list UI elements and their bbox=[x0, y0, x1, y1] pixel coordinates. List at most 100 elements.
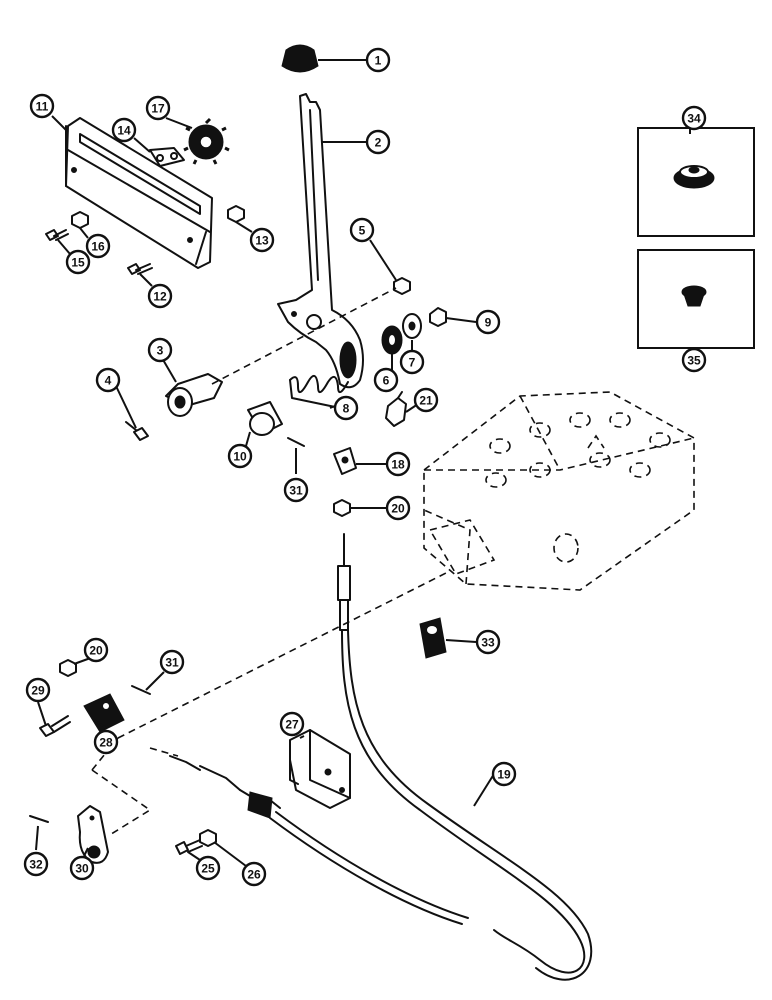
callout-c1: 1 bbox=[365, 47, 391, 73]
callout-number: 17 bbox=[151, 102, 165, 116]
part-nut-9 bbox=[429, 307, 447, 327]
callout-number: 31 bbox=[165, 656, 179, 670]
callout-number: 16 bbox=[91, 240, 105, 254]
callout-number: 7 bbox=[409, 356, 416, 370]
part-nut-16 bbox=[71, 211, 89, 229]
part-bolt-12 bbox=[127, 263, 153, 275]
part-cable-bracket bbox=[289, 729, 351, 809]
callout-number: 3 bbox=[157, 344, 164, 358]
callout-circle bbox=[23, 851, 49, 877]
part-spring bbox=[289, 375, 349, 409]
callout-number: 19 bbox=[497, 768, 511, 782]
callout-number: 27 bbox=[285, 718, 299, 732]
part-control-lever bbox=[277, 93, 364, 389]
callout-c3: 3 bbox=[147, 337, 173, 363]
part-clip-21 bbox=[385, 391, 407, 427]
callout-circle bbox=[227, 443, 253, 469]
callout-circle bbox=[145, 95, 171, 121]
part-pin-31-upper bbox=[287, 437, 305, 447]
callout-c16: 16 bbox=[85, 233, 111, 259]
part-knob bbox=[281, 44, 319, 73]
callout-circle bbox=[147, 337, 173, 363]
part-dark-block bbox=[419, 617, 447, 659]
part-mounting-bracket bbox=[65, 117, 213, 269]
part-washer-7 bbox=[402, 313, 422, 339]
inset-grommet-box bbox=[637, 127, 755, 237]
callout-c6: 6 bbox=[373, 367, 399, 393]
callout-c15: 15 bbox=[65, 249, 91, 275]
part-lower-cable bbox=[169, 755, 469, 925]
callout-circle bbox=[491, 761, 517, 787]
part-nut-20-upper bbox=[333, 499, 351, 517]
callout-number: 21 bbox=[419, 394, 433, 408]
callout-number: 2 bbox=[375, 136, 382, 150]
assembly-dashed-lines bbox=[91, 287, 449, 837]
inset-plug-box bbox=[637, 249, 755, 349]
part-nut-20-lower bbox=[59, 659, 77, 677]
part-lever-arm bbox=[77, 805, 109, 864]
callout-circle bbox=[147, 283, 173, 309]
callout-c14: 14 bbox=[111, 117, 137, 143]
callout-number: 18 bbox=[391, 458, 405, 472]
callout-number: 9 bbox=[485, 316, 492, 330]
callout-number: 8 bbox=[343, 402, 350, 416]
callout-number: 26 bbox=[247, 868, 261, 882]
callout-number: 35 bbox=[687, 354, 701, 368]
part-pin-32 bbox=[29, 815, 49, 823]
callout-circle bbox=[93, 729, 119, 755]
callout-number: 13 bbox=[255, 234, 269, 248]
callout-circle bbox=[25, 677, 51, 703]
callout-circle bbox=[279, 711, 305, 737]
callout-circle bbox=[681, 105, 707, 131]
part-nut-26 bbox=[199, 829, 217, 847]
callout-c30: 30 bbox=[69, 855, 95, 881]
callout-number: 14 bbox=[117, 124, 131, 138]
callout-number: 30 bbox=[75, 862, 89, 876]
callout-number: 20 bbox=[89, 644, 103, 658]
part-bolt-15 bbox=[45, 229, 69, 241]
part-bolt-25 bbox=[175, 839, 203, 855]
callout-c28: 28 bbox=[93, 729, 119, 755]
part-screw-4 bbox=[125, 421, 149, 441]
callout-c19: 19 bbox=[491, 761, 517, 787]
callout-c32: 32 bbox=[23, 851, 49, 877]
callout-number: 28 bbox=[99, 736, 113, 750]
callout-number: 25 bbox=[201, 862, 215, 876]
callout-number: 32 bbox=[29, 858, 43, 872]
callout-circle bbox=[399, 349, 425, 375]
callout-c2: 2 bbox=[365, 129, 391, 155]
callout-c29: 29 bbox=[25, 677, 51, 703]
callout-number: 10 bbox=[233, 450, 247, 464]
part-clevis-28 bbox=[83, 693, 125, 733]
callout-circle bbox=[249, 227, 275, 253]
callout-number: 11 bbox=[36, 100, 49, 114]
callout-circle bbox=[475, 309, 501, 335]
callout-circle bbox=[475, 629, 501, 655]
callout-c35: 35 bbox=[681, 347, 707, 373]
callout-c11: 11 bbox=[29, 93, 55, 119]
callout-circle bbox=[195, 855, 221, 881]
callout-c12: 12 bbox=[147, 283, 173, 309]
callout-c27: 27 bbox=[279, 711, 305, 737]
callout-circle bbox=[69, 855, 95, 881]
callout-c7: 7 bbox=[399, 349, 425, 375]
callout-number: 20 bbox=[391, 502, 405, 516]
callout-circle bbox=[373, 367, 399, 393]
callout-c8: 8 bbox=[333, 395, 359, 421]
callout-number: 34 bbox=[687, 112, 701, 126]
part-lockwasher-6 bbox=[381, 325, 403, 355]
callout-c18: 18 bbox=[385, 451, 411, 477]
part-pin-31-lower bbox=[131, 685, 151, 695]
callout-circle bbox=[681, 347, 707, 373]
callout-c13: 13 bbox=[249, 227, 275, 253]
callout-circle bbox=[95, 367, 121, 393]
part-sleeve bbox=[247, 401, 283, 436]
callout-circle bbox=[283, 477, 309, 503]
part-small-plate bbox=[149, 147, 185, 167]
callout-c20a: 20 bbox=[385, 495, 411, 521]
callout-circle bbox=[365, 129, 391, 155]
callout-c21: 21 bbox=[413, 387, 439, 413]
callout-number: 6 bbox=[383, 374, 390, 388]
callout-c31b: 31 bbox=[159, 649, 185, 675]
